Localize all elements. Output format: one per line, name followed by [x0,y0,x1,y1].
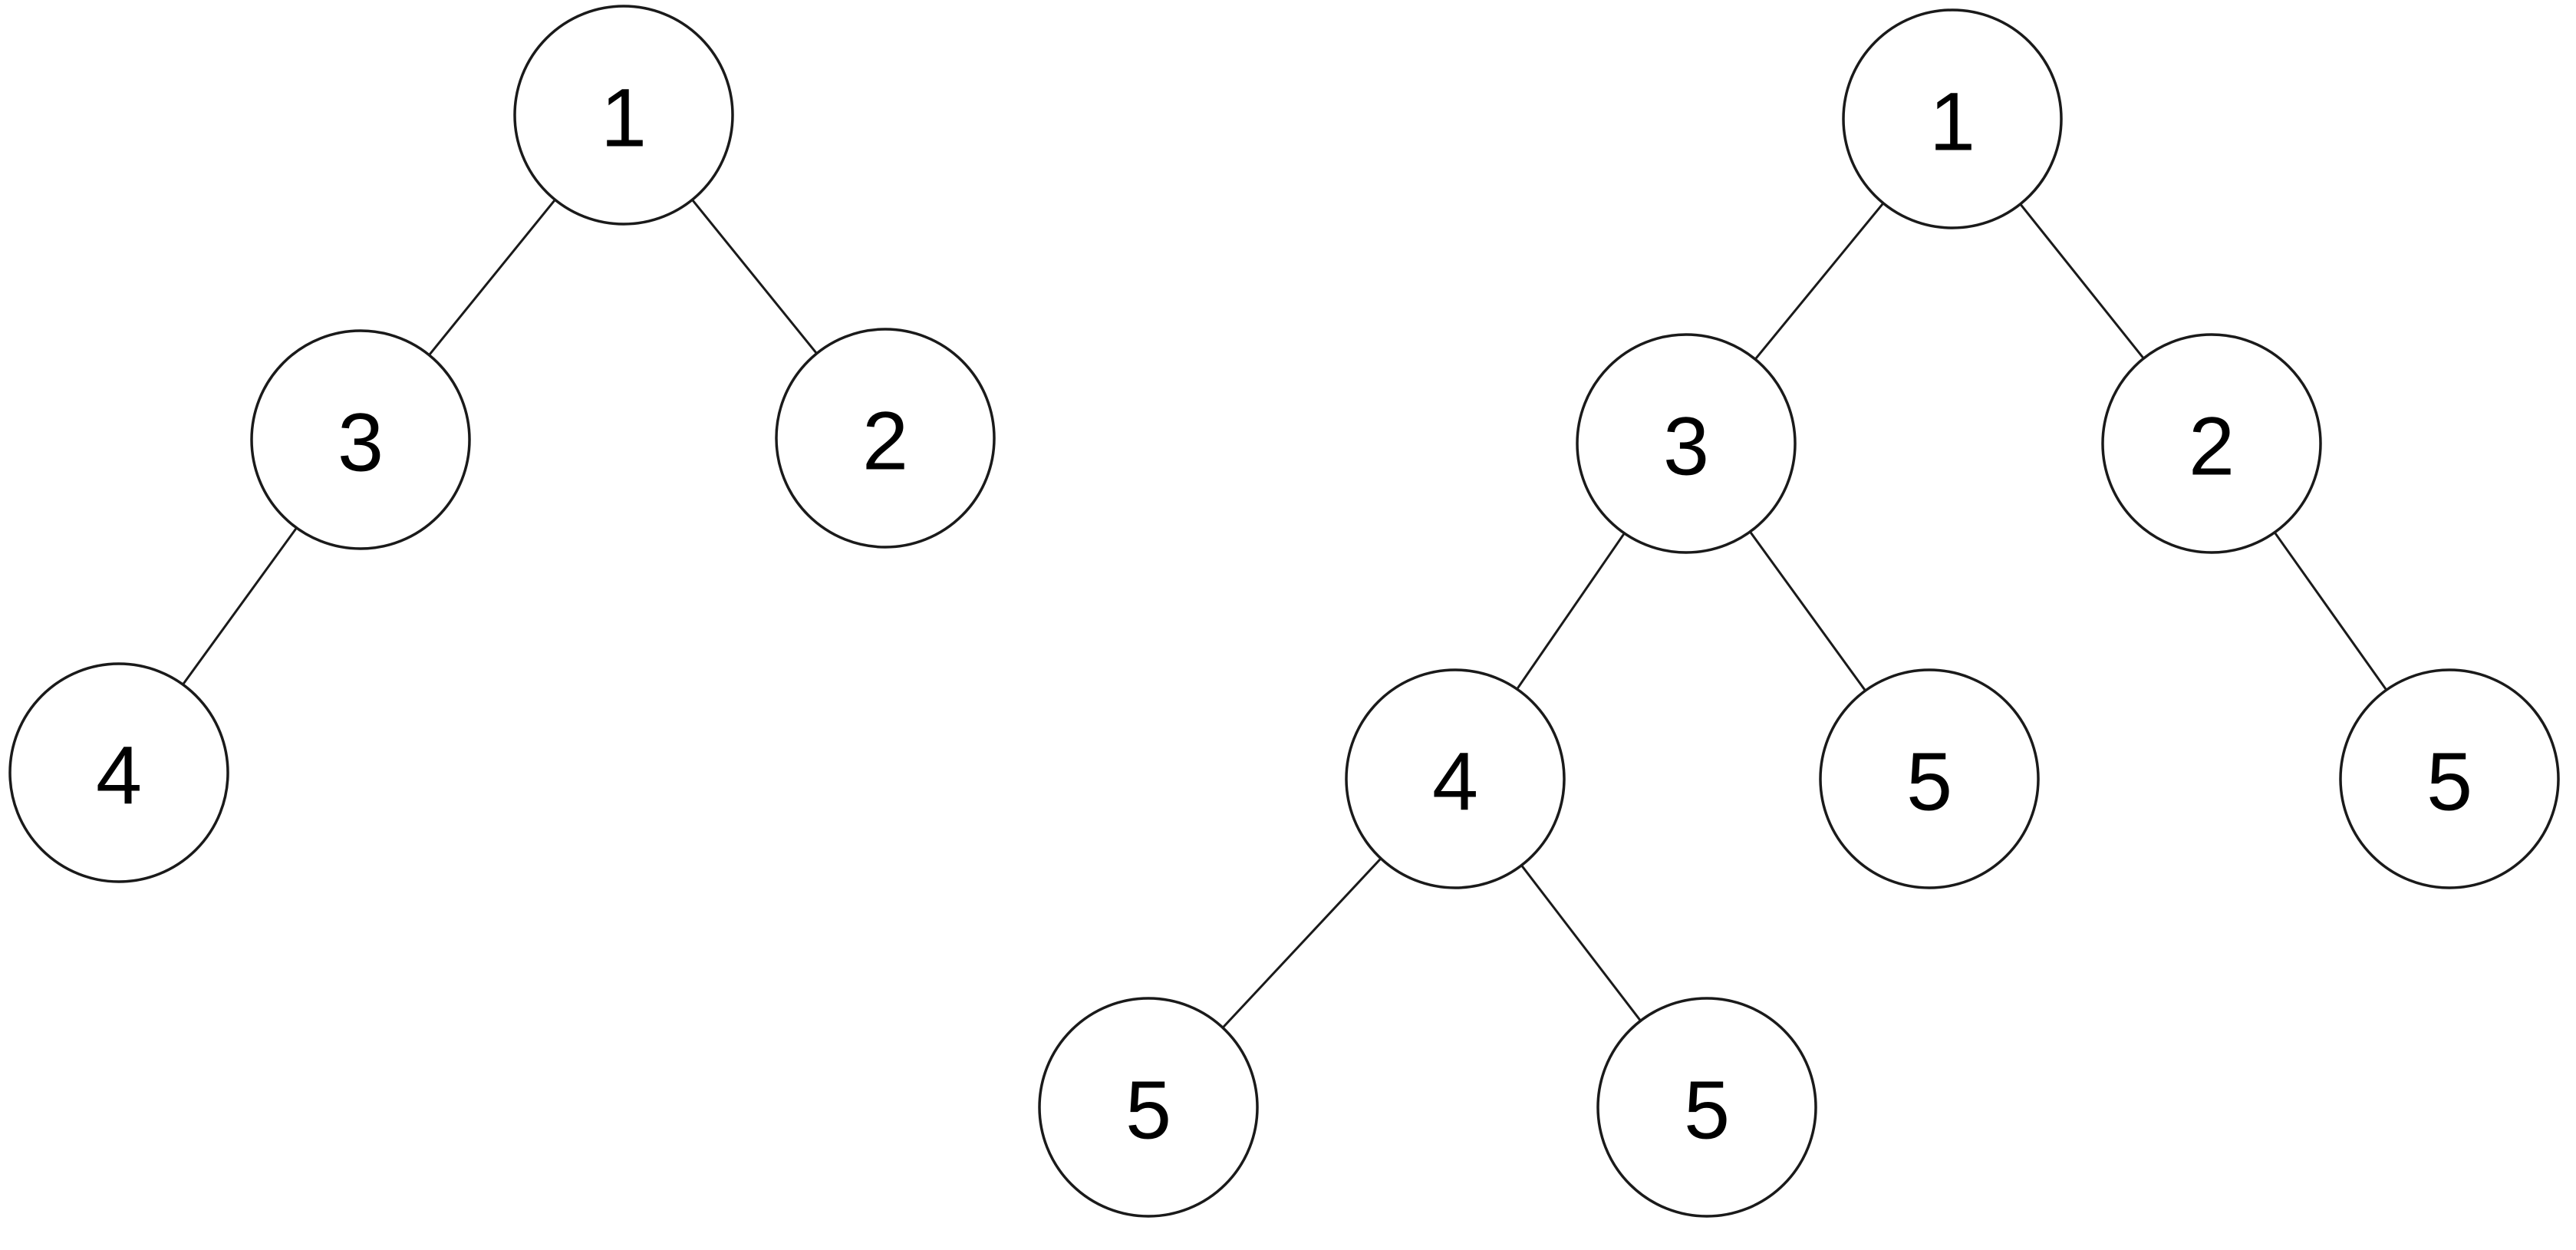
tree-node[interactable]: 4 [8,662,229,883]
node-label: 2 [862,394,908,487]
node-label: 5 [1125,1064,1171,1156]
node-label: 1 [1929,75,1975,168]
node-circle [2339,668,2560,889]
node-circle [8,662,229,883]
tree-node[interactable]: 3 [1576,333,1797,554]
tree-node[interactable]: 5 [2339,668,2560,889]
node-circle [250,329,471,550]
node-circle [1576,333,1797,554]
tree-edge [2019,203,2145,360]
tree-edge [1221,857,1382,1029]
tree-node[interactable]: 1 [513,5,734,226]
node-label: 5 [2426,735,2472,828]
tree-node[interactable]: 4 [1345,668,1566,889]
tree-edge [2273,531,2388,691]
tree-node[interactable]: 2 [2101,333,2322,554]
node-label: 2 [2189,400,2235,493]
tree-edge [1749,531,1866,691]
tree-edge [1516,533,1626,690]
node-label: 1 [601,71,647,164]
node-circle [775,328,996,549]
tree-edge [182,527,298,685]
tree-edge [691,199,818,355]
tree-edge [1754,202,1885,361]
nodes-group: 1 3 2 4 1 3 2 4 5 5 5 5 [8,5,2560,1218]
node-circle [1842,8,2063,229]
node-circle [1819,668,2040,889]
node-label: 3 [338,396,384,489]
node-circle [1038,997,1259,1218]
node-label: 5 [1684,1064,1730,1156]
tree-node[interactable]: 5 [1038,997,1259,1218]
node-label: 5 [1906,735,1952,828]
node-circle [2101,333,2322,554]
node-label: 4 [1432,735,1478,828]
tree-node[interactable]: 5 [1819,668,2040,889]
node-label: 4 [96,729,142,822]
tree-edge [1520,864,1642,1022]
node-label: 3 [1663,400,1709,493]
edges-group [182,199,2388,1029]
tree-edge [428,199,556,356]
node-circle [1596,997,1817,1218]
tree-node[interactable]: 1 [1842,8,2063,229]
tree-node[interactable]: 2 [775,328,996,549]
node-circle [1345,668,1566,889]
tree-node[interactable]: 3 [250,329,471,550]
node-circle [513,5,734,226]
tree-node[interactable]: 5 [1596,997,1817,1218]
